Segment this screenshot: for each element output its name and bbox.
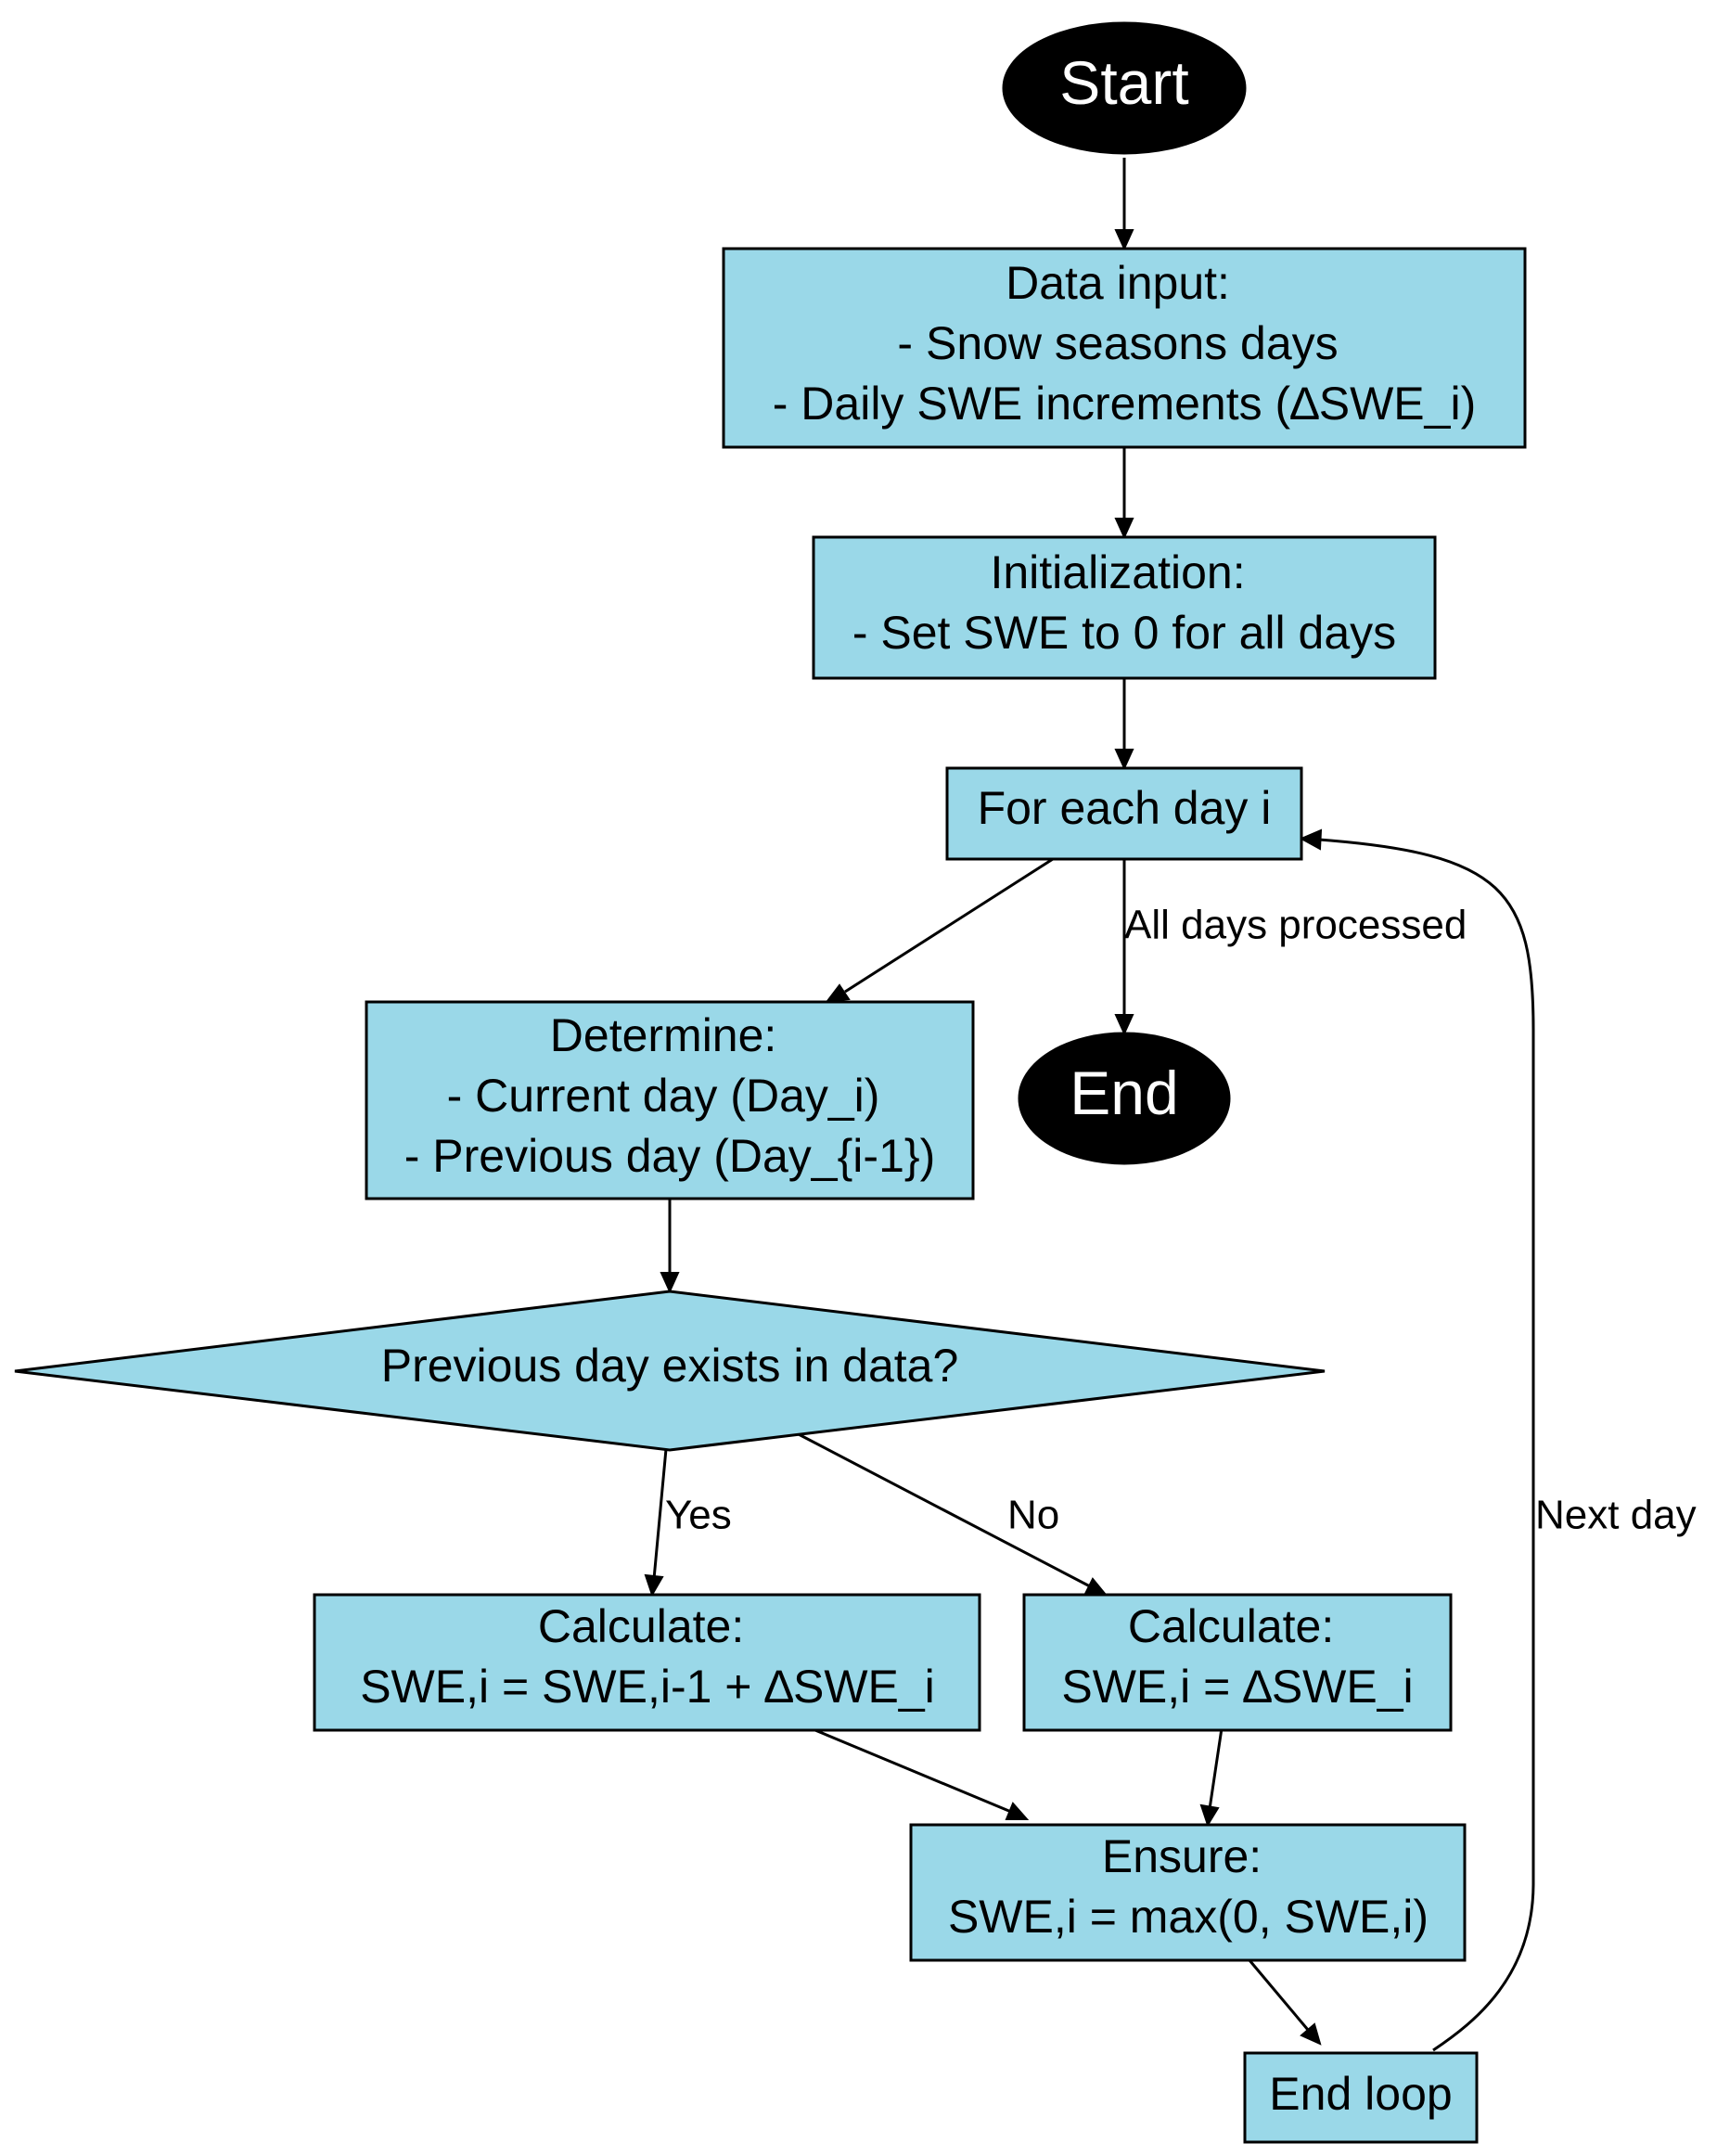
determine-line-1: Determine:	[550, 1009, 777, 1061]
edge-label-yes: Yes	[665, 1493, 732, 1538]
calc-no-line-2: SWE,i = ∆SWE_i	[1061, 1661, 1413, 1713]
calc-yes-line-1: Calculate:	[538, 1600, 744, 1652]
edge-decision-yes	[652, 1448, 668, 1580]
arrowhead	[1300, 2022, 1322, 2046]
arrowhead	[1114, 229, 1134, 251]
edge-next-day-loop	[1318, 838, 1535, 2052]
edge-labels: All days processed Yes No Next day	[665, 903, 1697, 1538]
initialization-line-2: - Set SWE to 0 for all days	[852, 607, 1396, 659]
edges	[644, 158, 1535, 2052]
initialization-line-1: Initialization:	[990, 546, 1245, 598]
start-node[interactable]	[1002, 21, 1247, 155]
start-label: Start	[1059, 48, 1188, 117]
initialization-label: Initialization: - Set SWE to 0 for all d…	[852, 546, 1396, 659]
edge-label-no: No	[1007, 1493, 1059, 1538]
data-input-node[interactable]	[722, 247, 1527, 449]
calc-no-node[interactable]	[1022, 1593, 1453, 1732]
data-input-line-3: - Daily SWE increments (∆SWE_i)	[773, 378, 1476, 430]
data-input-line-2: - Snow seasons days	[897, 317, 1338, 369]
arrowhead	[825, 983, 851, 1003]
end-node[interactable]	[1018, 1032, 1231, 1165]
ensure-line-2: SWE,i = max(0, SWE,i)	[948, 1891, 1429, 1943]
arrowhead	[1114, 1014, 1134, 1036]
for-each-day-label: For each day i	[978, 782, 1272, 834]
arrowhead	[1114, 518, 1134, 540]
ensure-line-1: Ensure:	[1102, 1830, 1262, 1882]
arrowhead	[660, 1272, 680, 1294]
determine-line-3: - Previous day (Day_{i-1})	[404, 1130, 935, 1182]
edge-label-next-day: Next day	[1535, 1493, 1697, 1538]
end-loop-label: End loop	[1269, 2068, 1452, 2120]
calc-yes-line-2: SWE,i = SWE,i-1 + ∆SWE_i	[360, 1661, 935, 1713]
decision-label: Previous day exists in data?	[381, 1340, 959, 1392]
arrowhead	[1199, 1803, 1220, 1828]
edge-ensure-to-end-loop	[1248, 1959, 1310, 2031]
calc-no-line-1: Calculate:	[1128, 1600, 1334, 1652]
calc-no-label: Calculate: SWE,i = ∆SWE_i	[1061, 1600, 1413, 1713]
edge-calc-yes-to-ensure	[810, 1726, 1012, 1814]
determine-line-2: - Current day (Day_i)	[447, 1070, 880, 1122]
arrowhead	[1299, 828, 1323, 851]
ensure-label: Ensure: SWE,i = max(0, SWE,i)	[948, 1830, 1429, 1943]
nodes	[14, 21, 1527, 2144]
end-label: End	[1070, 1059, 1178, 1127]
determine-label: Determine: - Current day (Day_i) - Previ…	[404, 1009, 935, 1182]
edge-calc-no-to-ensure	[1208, 1727, 1224, 1810]
edge-label-all-days-processed: All days processed	[1124, 903, 1467, 948]
determine-node[interactable]	[365, 1000, 975, 1200]
decision-node[interactable]	[14, 1290, 1326, 1452]
calc-yes-label: Calculate: SWE,i = SWE,i-1 + ∆SWE_i	[360, 1600, 935, 1713]
data-input-label: Data input: - Snow seasons days - Daily …	[773, 257, 1476, 430]
arrowhead	[1005, 1802, 1030, 1820]
arrowhead	[1114, 749, 1134, 771]
ensure-node[interactable]	[909, 1823, 1467, 1962]
arrowhead	[1083, 1577, 1108, 1597]
data-input-line-1: Data input:	[1006, 257, 1230, 309]
arrowhead	[644, 1573, 664, 1598]
calc-yes-node[interactable]	[313, 1593, 981, 1732]
edge-for-each-day-to-determine	[844, 857, 1054, 994]
node-texts: Start Data input: - Snow seasons days - …	[360, 48, 1476, 2120]
end-loop-node[interactable]	[1243, 2051, 1479, 2144]
for-each-day-node[interactable]	[945, 766, 1303, 861]
edge-decision-no	[794, 1431, 1091, 1588]
initialization-node[interactable]	[812, 535, 1437, 680]
